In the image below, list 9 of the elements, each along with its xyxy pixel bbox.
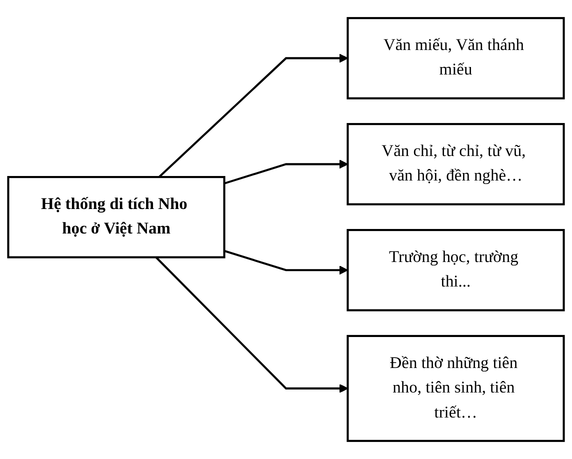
arrow: [224, 250, 348, 275]
node-box: Đền thờ những tiên nho, tiên sinh, tiên triết…: [346, 334, 565, 442]
arrow: [158, 54, 348, 178]
node-box: Văn chỉ, từ chỉ, từ vũ, văn hội, đền nghè…: [346, 123, 565, 206]
node-box: Trường học, trường thi...: [346, 228, 565, 312]
node-box: Văn miếu, Văn thánh miếu: [346, 17, 565, 100]
node-box: Hệ thống di tích Nho học ở Việt Nam: [7, 176, 226, 258]
arrow: [224, 160, 348, 184]
arrow: [155, 256, 348, 393]
